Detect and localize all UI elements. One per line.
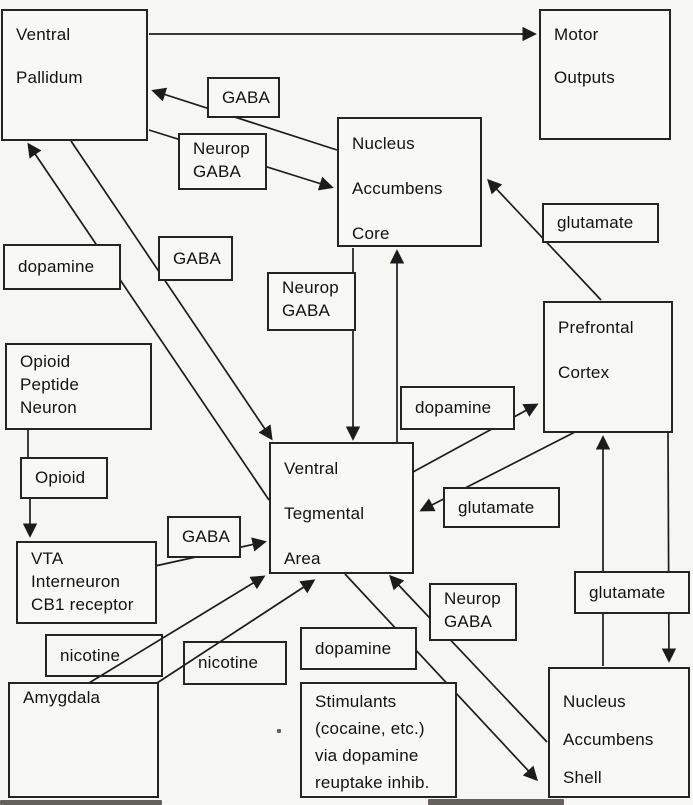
node-label-line: Motor — [554, 25, 599, 44]
edge-vta-to-prefrontal — [412, 403, 539, 473]
node-glutamate-1: glutamate — [542, 203, 659, 243]
node-glutamate-2: glutamate — [443, 487, 560, 528]
node-label-line: Area — [284, 549, 321, 568]
edge-prefrontal-to-accumbens-shell — [661, 432, 677, 663]
edge-accumbens-core-to-ventral-pallidum — [151, 87, 338, 151]
node-label-line: Neurop — [444, 589, 501, 608]
edge-vta-to-ventral-pallidum — [27, 142, 270, 501]
node-label-line: Neuron — [20, 398, 77, 417]
node-label-line: (cocaine, etc.) — [315, 719, 425, 738]
node-label-line: Neurop — [282, 278, 339, 297]
scan-artifact — [277, 729, 281, 733]
node-label-line: Peptide — [20, 375, 80, 394]
node-label-line: Accumbens — [352, 179, 443, 198]
edge-accumbens-shell-to-vta — [389, 574, 548, 743]
node-label-line: GABA — [193, 162, 242, 181]
node-label-line: Tegmental — [284, 504, 365, 523]
node-gaba-3: GABA — [167, 516, 241, 558]
node-dopamine-1: dopamine — [3, 244, 121, 290]
node-label-line: via dopamine — [315, 746, 419, 765]
node-gaba-2: GABA — [158, 236, 233, 281]
node-label-line: Prefrontal — [558, 318, 634, 337]
scan-artifact — [0, 800, 162, 805]
node-opioid: Opioid — [20, 457, 108, 499]
node-label-line: Nucleus — [563, 692, 626, 711]
edge-vta-to-accumbens-shell — [344, 573, 538, 782]
node-label-line: reuptake inhib. — [315, 773, 430, 792]
node-label-line: GABA — [282, 301, 331, 320]
node-label-line: dopamine — [18, 257, 95, 276]
node-nicotine-2: nicotine — [183, 641, 287, 685]
node-label-line: GABA — [182, 527, 231, 546]
node-label-line: glutamate — [557, 213, 634, 232]
node-label-line: dopamine — [315, 638, 392, 658]
node-label-line: glutamate — [589, 582, 666, 602]
node-label-line: GABA — [222, 87, 271, 107]
node-glutamate-3: glutamate — [574, 571, 690, 614]
node-label-line: dopamine — [415, 398, 492, 417]
node-label-line: nicotine — [198, 653, 259, 672]
node-label-line: Core — [352, 224, 390, 243]
node-label-line: Ventral — [284, 459, 339, 478]
node-label-line: Accumbens — [563, 730, 654, 749]
node-nicotine-1: nicotine — [45, 634, 163, 677]
node-label-line: Neurop — [193, 139, 250, 158]
node-label-line: Opioid — [20, 352, 71, 371]
node-label-line: Pallidum — [16, 68, 83, 87]
node-label-line: Outputs — [554, 68, 615, 87]
node-label-line: Shell — [563, 768, 602, 787]
node-label-line: VTA — [31, 549, 64, 568]
node-label-line: Ventral — [16, 25, 71, 44]
node-label-line: Interneuron — [31, 572, 121, 591]
scan-artifact — [428, 799, 564, 805]
edge-amygdala-to-vta-nicotine-a — [83, 575, 266, 687]
node-label-line: Opioid — [35, 468, 86, 487]
node-label-line: GABA — [444, 612, 493, 631]
node-stimulants: Stimulants (cocaine, etc.) via dopamine reu… — [300, 682, 457, 798]
node-gaba-1: GABA — [207, 77, 280, 118]
node-label-line: Nucleus — [352, 134, 415, 153]
edge-ventral-pallidum-to-vta — [70, 140, 273, 441]
node-label-line: nicotine — [60, 645, 121, 665]
node-amygdala: Amygdala — [8, 682, 159, 798]
node-label-line: CB1 receptor — [31, 595, 134, 614]
node-dopamine-3: dopamine — [300, 627, 417, 670]
node-label-line: Cortex — [558, 363, 610, 382]
node-dopamine-2: dopamine — [400, 386, 515, 430]
node-label-line: glutamate — [458, 497, 535, 517]
node-label-line: Stimulants — [315, 692, 397, 711]
node-label-line: Amygdala — [23, 688, 101, 707]
node-label-line: GABA — [173, 248, 222, 268]
